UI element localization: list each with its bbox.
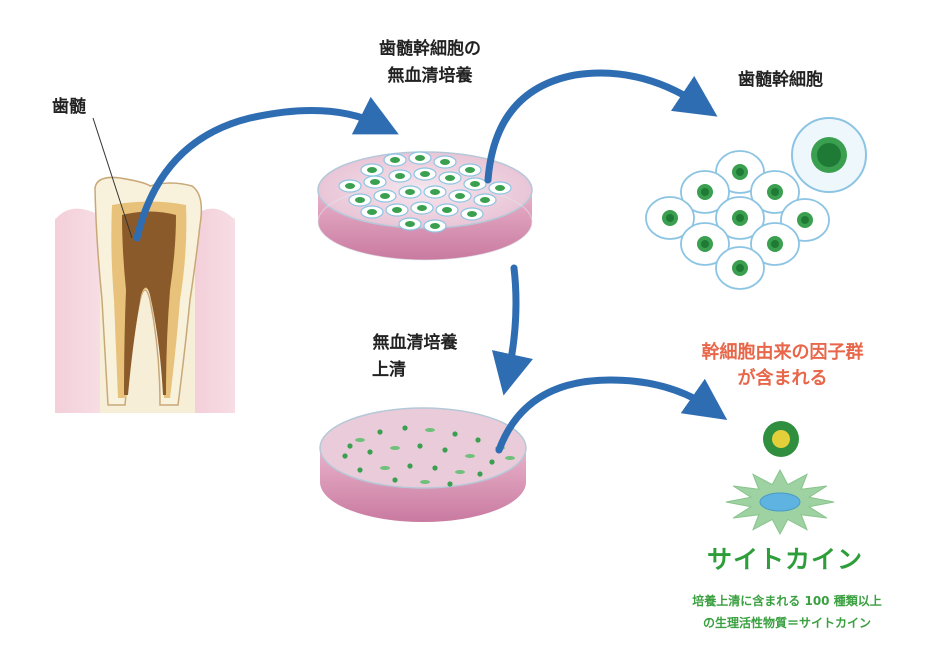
arrow-dish-to-cells (484, 69, 718, 184)
cultured-cell (388, 169, 412, 183)
supernatant-label-line1: 無血清培養 (372, 333, 458, 353)
large-stem-cell (791, 117, 867, 193)
factor-dot (465, 454, 475, 458)
cytokine-circle-icon (763, 421, 799, 457)
tooth-illustration (55, 117, 235, 413)
factor-dot (390, 446, 400, 450)
stem-cell (715, 196, 765, 240)
culture-dish (317, 151, 533, 261)
factor-dot (342, 453, 348, 459)
culture-label-line2: 無血清培養 (387, 66, 473, 86)
cultured-cell (398, 217, 422, 231)
factor-dot (477, 471, 483, 477)
cultured-cell (373, 189, 397, 203)
cytokine-title: サイトカイン (706, 545, 863, 574)
cultured-cell (338, 179, 362, 193)
factor-dot (392, 477, 398, 483)
factors-label-line1: 幹細胞由来の因子群 (701, 342, 864, 363)
cultured-cell (423, 185, 447, 199)
cultured-cell (463, 177, 487, 191)
dish-dots (342, 425, 515, 487)
stem-cell (645, 196, 695, 240)
arrows (133, 69, 728, 454)
factor-dot (447, 481, 453, 487)
cultured-cell (458, 163, 482, 177)
factor-dot (432, 465, 438, 471)
factor-dot (347, 443, 353, 449)
cultured-cell (448, 189, 472, 203)
cultured-cell (413, 167, 437, 181)
supernatant-label-line2: 上清 (372, 360, 406, 380)
arrow-supernatant-to-cytokine (495, 376, 728, 454)
factor-dot (407, 463, 413, 469)
cultured-cell (360, 205, 384, 219)
factor-dot (417, 443, 423, 449)
culture-label-line1: 歯髄幹細胞の (379, 39, 481, 59)
cultured-cell (423, 219, 447, 233)
factor-dot (452, 431, 458, 437)
stem-cell (715, 246, 765, 290)
factors-label-line2: が含まれる (737, 368, 828, 389)
cultured-cell (363, 175, 387, 189)
factor-dot (455, 470, 465, 474)
factor-dot (442, 447, 448, 453)
factor-dot (420, 480, 430, 484)
cytokine-description: 培養上清に含まれる 100 種類以上 の生理活性物質＝サイトカイン (662, 590, 912, 634)
cytokine-desc-line1: 培養上清に含まれる 100 種類以上 (692, 594, 882, 608)
arrow-tooth-to-dish (133, 96, 399, 242)
cultured-cell (438, 171, 462, 185)
stem-cell (715, 150, 765, 194)
cultured-cell (460, 207, 484, 221)
cytokine-star-icon (725, 468, 835, 536)
cultured-cell (410, 201, 434, 215)
cultured-cell (385, 203, 409, 217)
factor-dot (505, 456, 515, 460)
pulp-label: 歯髄 (52, 97, 86, 117)
factor-dot (425, 428, 435, 432)
factor-dot (377, 429, 383, 435)
factors-label: 幹細胞由来の因子群 が含まれる (655, 340, 910, 392)
cultured-cell (408, 151, 432, 165)
cultured-cell (473, 193, 497, 207)
factor-dot (355, 438, 365, 442)
cultured-cell (398, 185, 422, 199)
factor-dot (380, 466, 390, 470)
cultured-cell (488, 181, 512, 195)
cytokine-desc-line2: の生理活性物質＝サイトカイン (702, 616, 871, 630)
stem-cell (750, 222, 800, 266)
stem-cells-label: 歯髄幹細胞 (738, 70, 823, 90)
stem-cell (750, 170, 800, 214)
stem-cell (680, 170, 730, 214)
factor-dot (357, 467, 363, 473)
factor-dot (489, 459, 495, 465)
supernatant-dish (319, 407, 527, 522)
cultured-cell (435, 203, 459, 217)
culture-label: 歯髄幹細胞の 無血清培養 (335, 36, 525, 90)
stem-cell (680, 222, 730, 266)
cultured-cell (360, 163, 384, 177)
stem-cell-cluster (645, 150, 830, 290)
factor-dot (475, 437, 481, 443)
cultured-cell (348, 193, 372, 207)
dish-cells (338, 151, 512, 233)
arrow-dish-to-supernatant (491, 264, 533, 396)
factor-dot (402, 425, 408, 431)
supernatant-label: 無血清培養 上清 (350, 330, 480, 384)
cultured-cell (433, 155, 457, 169)
factor-dot (367, 449, 373, 455)
cultured-cell (383, 153, 407, 167)
